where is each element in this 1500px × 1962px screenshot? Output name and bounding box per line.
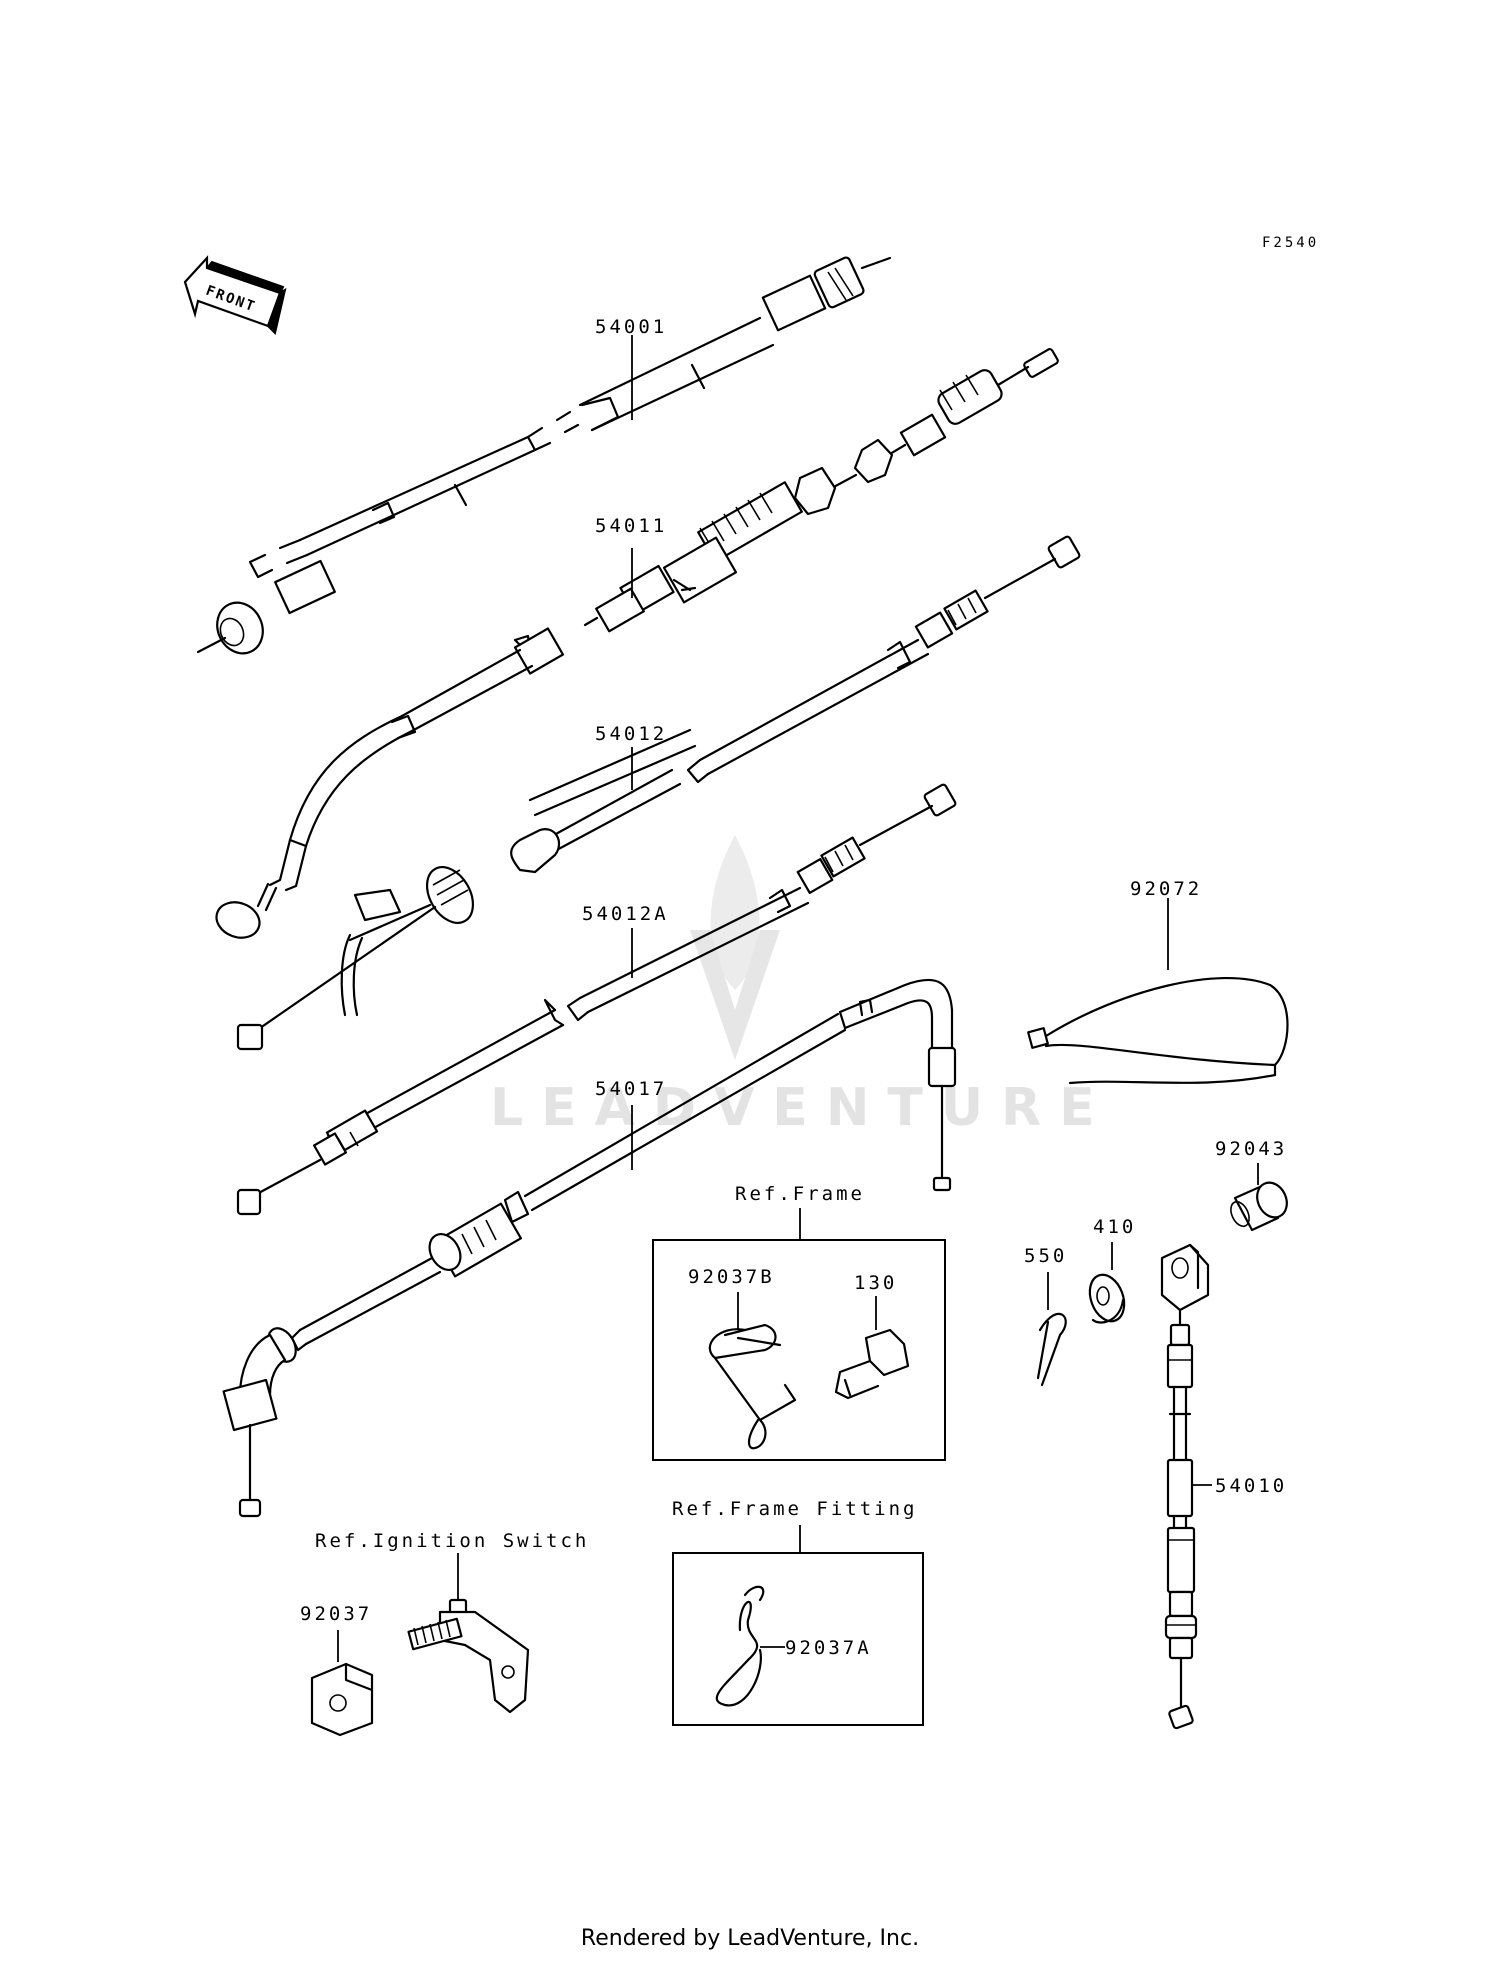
ref-frame-fitting-label: Ref.Frame Fitting: [672, 1498, 917, 1520]
callout-54011: 54011: [595, 515, 667, 537]
callout-92043: 92043: [1215, 1138, 1287, 1160]
cable-54012a: 54012A: [236, 728, 957, 1216]
callout-54012a: 54012A: [582, 903, 669, 925]
part-92043-pin: 92043: [1215, 1138, 1288, 1232]
callout-54017: 54017: [595, 1078, 667, 1100]
footer-credit: Rendered by LeadVenture, Inc.: [581, 1926, 919, 1951]
cable-54010: 54010: [1160, 1243, 1287, 1730]
cable-54011: 54011: [583, 348, 1059, 633]
callout-92072: 92072: [1130, 878, 1202, 900]
cable-54017: 54017: [222, 978, 957, 1518]
callout-550: 550: [1024, 1245, 1067, 1267]
ref-frame-label: Ref.Frame: [735, 1183, 865, 1205]
front-arrow-icon: FRONT: [183, 255, 287, 335]
ref-ignition-switch-group: Ref.Ignition Switch 92037: [300, 1530, 589, 1737]
callout-92037a: 92037A: [785, 1637, 872, 1659]
part-550-cotter-pin: 550: [1024, 1245, 1067, 1387]
callout-92037: 92037: [300, 1603, 372, 1625]
callout-54001: 54001: [595, 316, 667, 338]
callout-92037b: 92037B: [688, 1266, 775, 1288]
callout-54010: 54010: [1215, 1475, 1287, 1497]
callout-130: 130: [854, 1272, 897, 1294]
ref-frame-box: Ref.Frame 92037B 130: [652, 1183, 946, 1461]
ref-ignition-switch-label: Ref.Ignition Switch: [315, 1530, 589, 1552]
part-92072-band: 92072: [1027, 878, 1289, 1085]
callout-410: 410: [1093, 1216, 1136, 1238]
diagram-code: F2540: [1262, 235, 1319, 251]
part-410-washer: 410: [1088, 1216, 1136, 1324]
cable-54012: 54012: [215, 535, 1081, 939]
ref-frame-fitting-box: Ref.Frame Fitting 92037A: [672, 1498, 924, 1726]
watermark-text: LEADVENTURE: [490, 1078, 1113, 1138]
cable-54001: 54001: [196, 256, 892, 655]
watermark: LEADVENTURE: [490, 835, 1113, 1138]
callout-54012: 54012: [595, 723, 667, 745]
